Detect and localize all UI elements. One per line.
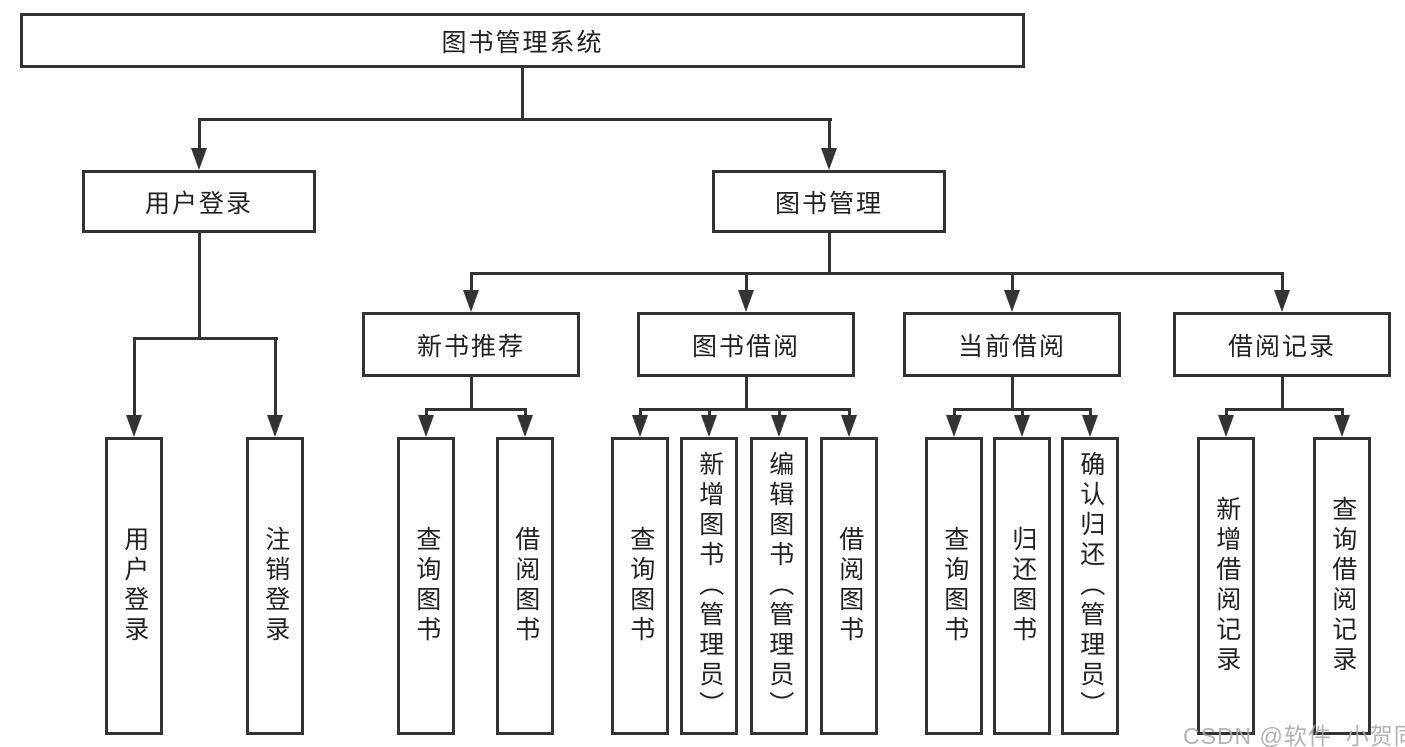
connector-level2-rail: [470, 272, 1284, 275]
connector-drop-book-borrowing: [745, 272, 748, 294]
connector-leaf-drop: [953, 408, 956, 420]
leaf-label: 查询借阅记录: [1328, 496, 1357, 676]
leaf-label: 确认归还（管理员）: [1076, 451, 1105, 721]
leaf-query-books-recommend: 查询图书: [397, 437, 455, 735]
leaf-return-books: 归还图书: [993, 437, 1051, 735]
arrow-down-icon: [738, 290, 754, 312]
connector-drop-borrowing-records: [1281, 272, 1284, 294]
arrow-down-icon: [632, 415, 648, 437]
leaf-query-books-current: 查询图书: [925, 437, 983, 735]
arrow-down-icon: [841, 415, 857, 437]
connector-leaf-drop: [708, 408, 711, 420]
leaf-label: 查询图书: [626, 526, 655, 646]
leaf-logout-login: 注销登录: [246, 437, 304, 735]
connector-current-borrowing-stub: [1011, 377, 1014, 410]
arrow-down-icon: [1274, 290, 1290, 312]
arrow-down-icon: [946, 415, 962, 437]
leaf-label: 新增借阅记录: [1212, 496, 1241, 676]
connector-root-stub: [521, 66, 524, 118]
leaf-label: 归还图书: [1008, 526, 1037, 646]
connector-borrowing-records-rail: [1225, 408, 1344, 411]
node-new-book-recommendation: 新书推荐: [362, 312, 580, 377]
leaf-add-borrow-record: 新增借阅记录: [1197, 437, 1255, 735]
arrow-down-icon: [267, 415, 283, 437]
leaf-label: 查询图书: [940, 526, 969, 646]
connector-leaf-drop: [1089, 408, 1092, 420]
arrow-down-icon: [1082, 415, 1098, 437]
leaf-label: 编辑图书（管理员）: [765, 451, 794, 721]
leaf-label: 新增图书（管理员）: [695, 451, 724, 721]
connector-drop-leaf-user-login: [133, 337, 136, 417]
leaf-label: 注销登录: [261, 526, 290, 646]
arrow-down-icon: [771, 415, 787, 437]
connector-leaf-drop: [778, 408, 781, 420]
leaf-confirm-return-admin: 确认归还（管理员）: [1061, 437, 1119, 735]
arrow-down-icon: [1334, 415, 1350, 437]
arrow-down-icon: [463, 290, 479, 312]
leaf-label: 查询图书: [412, 526, 441, 646]
leaf-user-login: 用户登录: [105, 437, 163, 735]
arrow-down-icon: [1004, 290, 1020, 312]
leaf-query-books-borrowing: 查询图书: [611, 437, 669, 735]
connector-level1-rail: [198, 118, 832, 121]
leaf-edit-books-admin: 编辑图书（管理员）: [750, 437, 808, 735]
connector-drop-user-login: [198, 118, 201, 152]
connector-leaf-drop: [848, 408, 851, 420]
connector-leaf-drop: [1021, 408, 1024, 420]
connector-drop-leaf-logout: [274, 337, 277, 417]
connector-drop-book-management: [828, 118, 831, 152]
connector-user-login-stub: [198, 233, 201, 340]
node-library-system: 图书管理系统: [20, 13, 1025, 68]
node-book-borrowing: 图书借阅: [637, 312, 855, 377]
arrow-down-icon: [517, 415, 533, 437]
connector-drop-new-book: [470, 272, 473, 294]
leaf-label: 用户登录: [120, 526, 149, 646]
connector-book-borrowing-stub: [745, 377, 748, 410]
connector-book-borrowing-rail: [639, 408, 851, 411]
arrow-down-icon: [821, 148, 837, 170]
connector-user-login-rail: [133, 337, 278, 340]
connector-book-management-stub: [828, 233, 831, 274]
arrow-down-icon: [1218, 415, 1234, 437]
arrow-down-icon: [1014, 415, 1030, 437]
arrow-down-icon: [126, 415, 142, 437]
connector-drop-current-borrowing: [1011, 272, 1014, 294]
leaf-borrow-books: 借阅图书: [820, 437, 878, 735]
connector-new-book-rail: [425, 408, 527, 411]
connector-leaf-drop: [1225, 408, 1228, 420]
arrow-down-icon: [701, 415, 717, 437]
arrow-down-icon: [191, 148, 207, 170]
leaf-label: 借阅图书: [511, 526, 540, 646]
leaf-label: 借阅图书: [835, 526, 864, 646]
leaf-borrow-books-recommend: 借阅图书: [496, 437, 554, 735]
node-current-borrowing: 当前借阅: [903, 312, 1121, 377]
connector-leaf-drop: [524, 408, 527, 420]
arrow-down-icon: [418, 415, 434, 437]
node-borrowing-records: 借阅记录: [1173, 312, 1391, 377]
node-book-management: 图书管理: [712, 170, 946, 233]
leaf-query-borrow-record: 查询借阅记录: [1313, 437, 1371, 735]
node-user-login: 用户登录: [82, 170, 316, 233]
connector-leaf-drop: [1341, 408, 1344, 420]
connector-leaf-drop: [639, 408, 642, 420]
connector-new-book-stub: [470, 377, 473, 410]
connector-leaf-drop: [425, 408, 428, 420]
csdn-watermark: CSDN @软件_小贺同学: [1183, 723, 1405, 747]
leaf-add-books-admin: 新增图书（管理员）: [680, 437, 738, 735]
connector-borrowing-records-stub: [1281, 377, 1284, 410]
